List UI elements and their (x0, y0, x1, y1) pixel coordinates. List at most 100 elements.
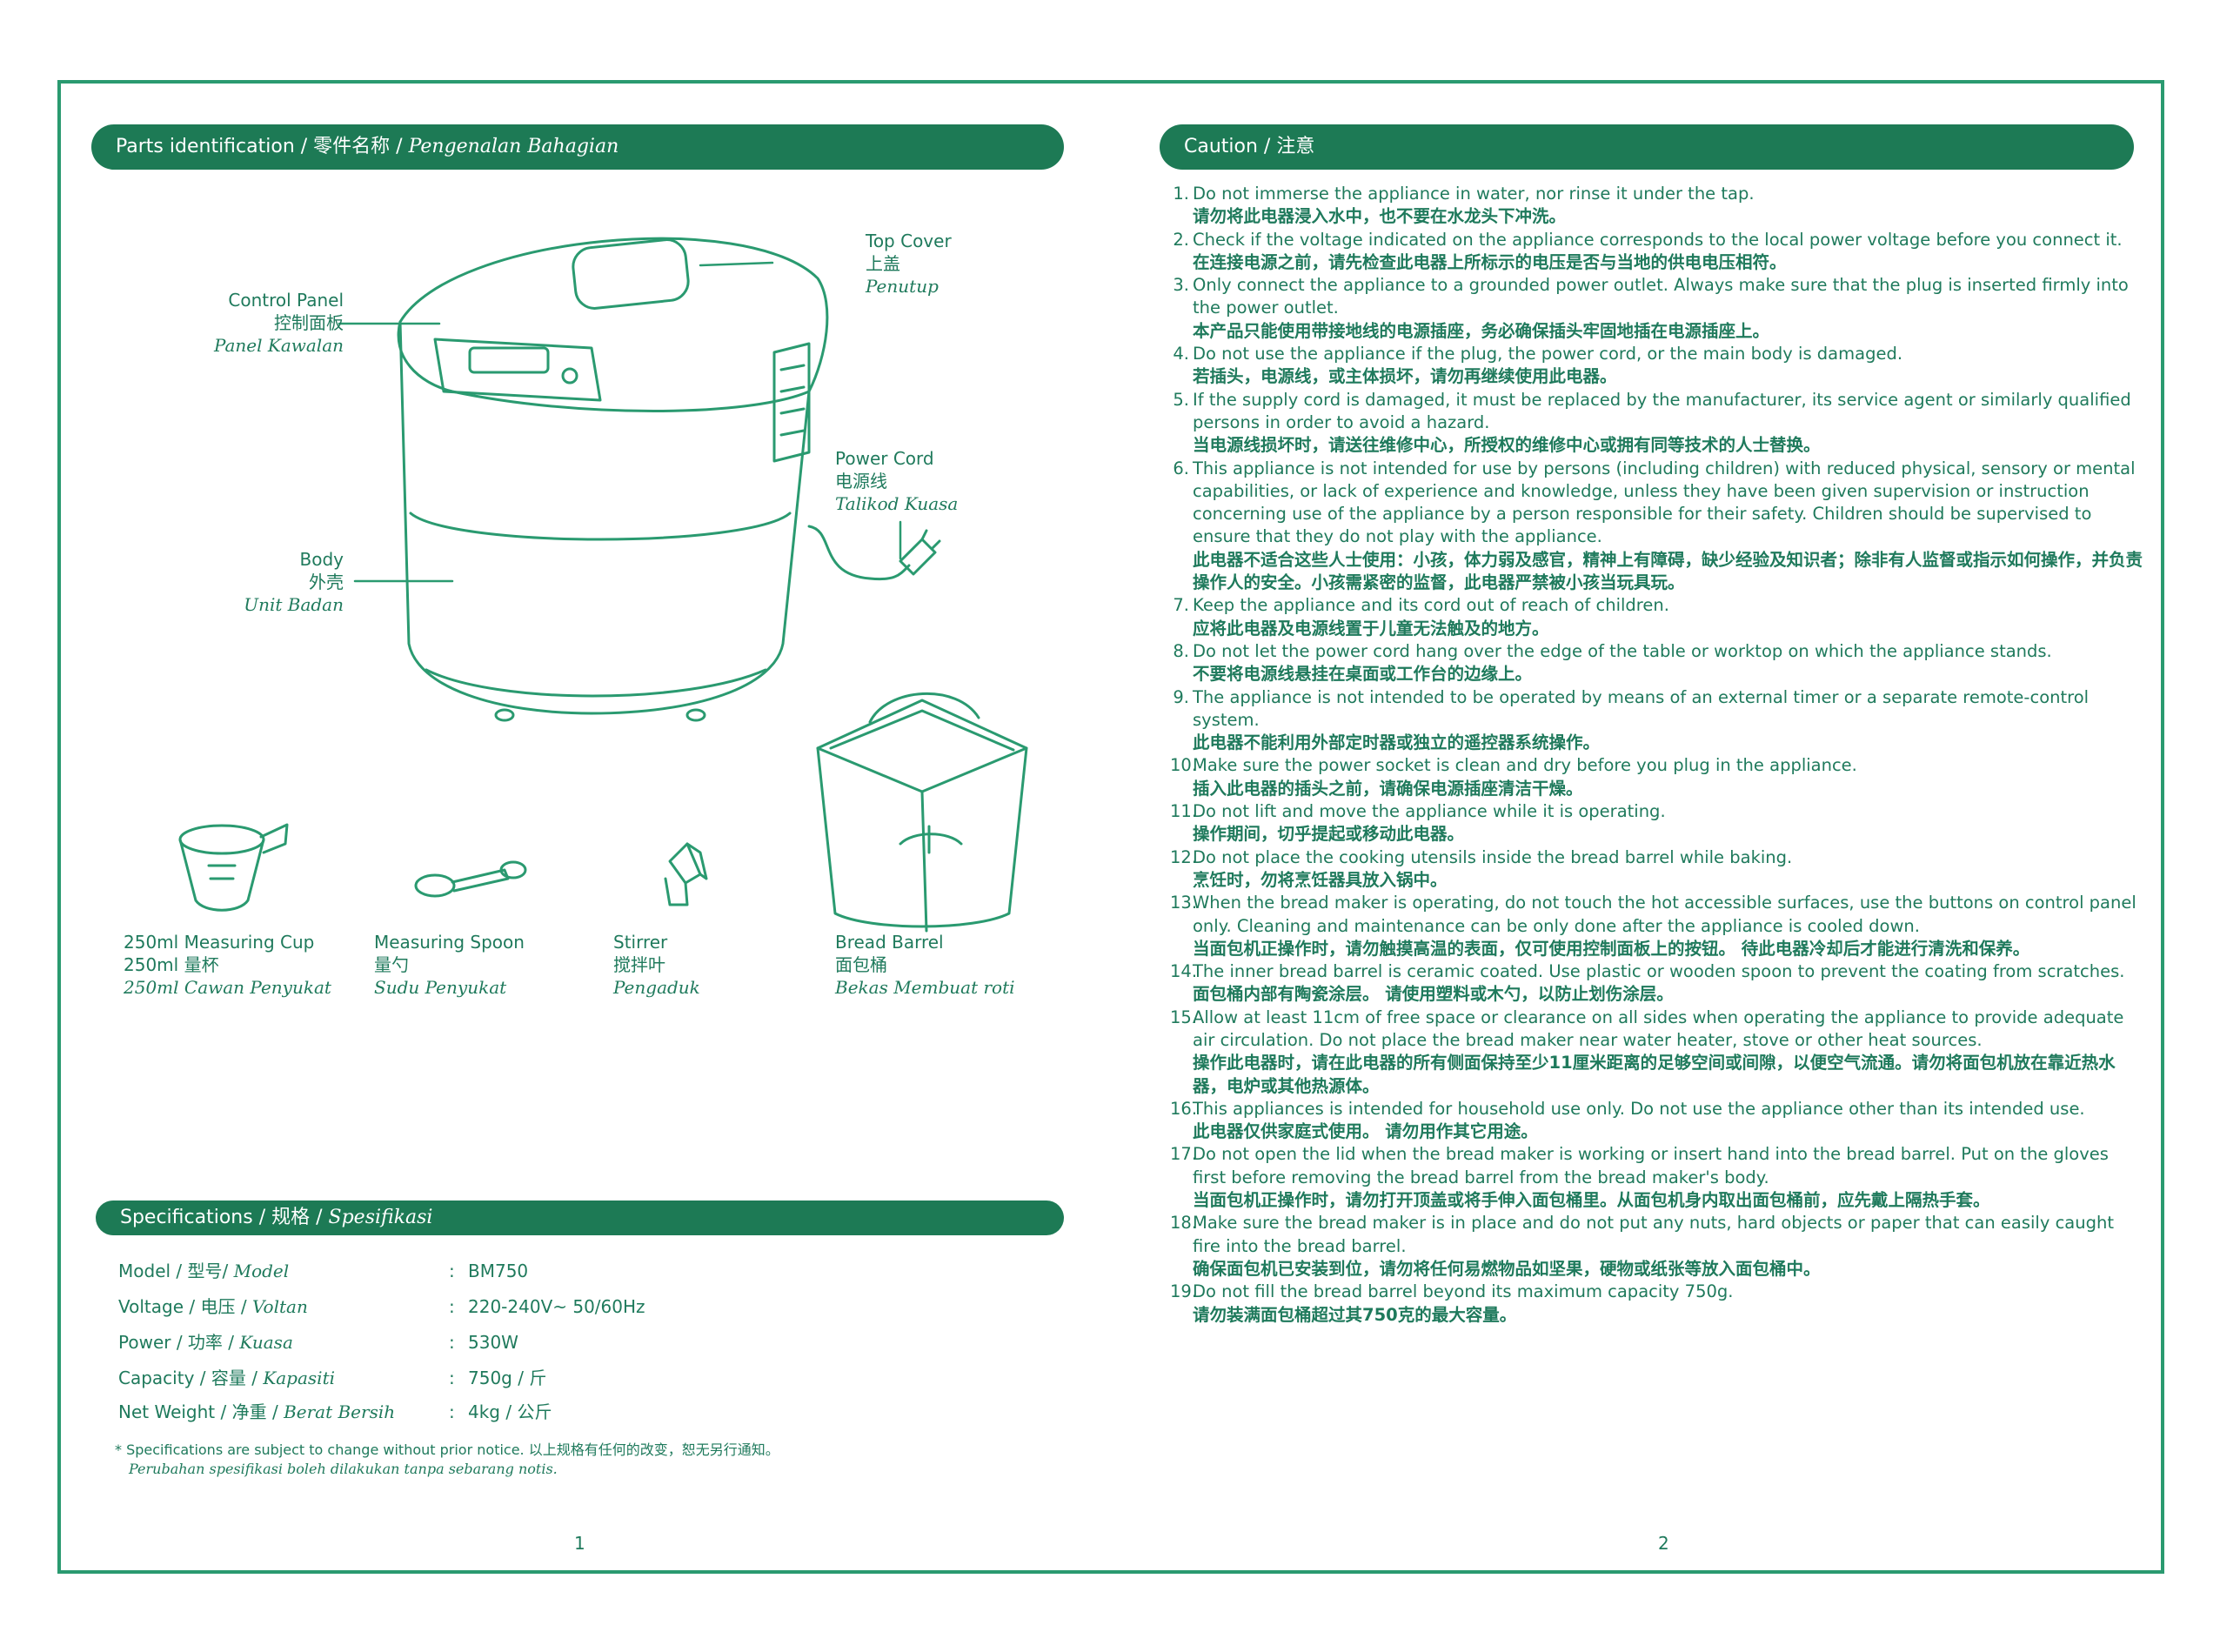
caution-text-en: Do not fill the bread barrel beyond its … (1193, 1281, 1734, 1302)
caution-number: 15. (1170, 1007, 1198, 1027)
caution-text-zh: 此电器不适合这些人士使用：小孩，体力弱及感官，精神上有障碍，缺少经验及知识者；除… (1193, 549, 2143, 593)
label-stirrer-en: Stirrer (613, 932, 668, 953)
caution-text-zh: 面包桶内部有陶瓷涂层。 请使用塑料或木勺，以防止划伤涂层。 (1193, 984, 1674, 1005)
label-power-cord-zh: 电源线 (835, 471, 887, 492)
spec-value: 530W (468, 1332, 518, 1353)
caution-text-zh: 本产品只能使用带接地线的电源插座，务必确保插头牢固地插在电源插座上。 (1193, 320, 1770, 341)
spec-row-net-weight: Net Weight / 净重 / Berat Bersih:4kg / 公斤 (118, 1401, 552, 1422)
caution-text-en: Do not place the cooking utensils inside… (1193, 846, 1793, 867)
spec-row-model: Model / 型号/ Model:BM750 (118, 1261, 529, 1281)
parts-banner-en: Parts identification / 零件名称 / (116, 136, 409, 157)
label-power-cord-en: Power Cord (835, 448, 934, 469)
caution-text-en: Keep the appliance and its cord out of r… (1193, 595, 1669, 616)
spec-banner-ms: Spesifikasi (328, 1207, 433, 1228)
caution-text-en: Do not use the appliance if the plug, th… (1193, 344, 1903, 365)
specifications-banner: Specifications / 规格 / Spesifikasi (96, 1201, 1064, 1235)
label-measuring-cup-en: 250ml Measuring Cup (124, 932, 315, 953)
caution-number: 3. (1173, 275, 1189, 296)
label-measuring-cup: 250ml Measuring Cup 250ml 量杯 250ml Cawan… (124, 931, 331, 999)
caution-number: 10. (1170, 755, 1198, 776)
leader-top-cover (699, 261, 774, 267)
label-top-cover-zh: 上盖 (866, 253, 900, 274)
spec-value: 220-240V~ 50/60Hz (468, 1296, 645, 1317)
caution-text-en: Do not let the power cord hang over the … (1193, 640, 2052, 661)
caution-text-zh: 确保面包机已安装到位，请勿将任何易燃物品如坚果，硬物或纸张等放入面包桶中。 (1193, 1258, 1821, 1279)
caution-banner: Caution / 注意 (1160, 124, 2134, 170)
spec-note-line2: Perubahan spesifikasi boleh dilakukan ta… (129, 1461, 558, 1477)
spec-key: Voltage / 电压 / (118, 1296, 252, 1317)
label-bread-barrel: Bread Barrel 面包桶 Bekas Membuat roti (835, 931, 1015, 999)
spec-value: 750g / 斤 (468, 1368, 547, 1388)
label-control-panel-zh: 控制面板 (274, 312, 344, 333)
caution-item: 12.Do not place the cooking utensils ins… (1170, 846, 2144, 893)
caution-number: 17. (1170, 1144, 1198, 1165)
caution-item: 13.When the bread maker is operating, do… (1170, 892, 2144, 960)
label-bread-barrel-zh: 面包桶 (835, 954, 887, 975)
caution-text-zh: 插入此电器的插头之前，请确保电源插座清洁干燥。 (1193, 778, 1583, 799)
spec-key-ms: Kapasiti (263, 1368, 335, 1388)
caution-item: 6.This appliance is not intended for use… (1170, 458, 2144, 595)
caution-number: 6. (1173, 458, 1189, 478)
label-top-cover-ms: Penutup (866, 276, 939, 297)
caution-number: 9. (1173, 686, 1189, 707)
caution-number: 7. (1173, 595, 1189, 616)
caution-text-zh: 当面包机正操作时，请勿打开顶盖或将手伸入面包桶里。从面包机身内取出面包桶前，应先… (1193, 1190, 1990, 1211)
label-control-panel-ms: Panel Kawalan (213, 335, 344, 356)
spec-banner-en: Specifications / 规格 / (120, 1207, 329, 1228)
label-top-cover: Top Cover 上盖 Penutup (866, 230, 952, 298)
label-measuring-spoon-ms: Sudu Penyukat (374, 977, 507, 998)
caution-item: 11.Do not lift and move the appliance wh… (1170, 800, 2144, 846)
spec-key-ms: Kuasa (239, 1332, 293, 1353)
label-measuring-cup-ms: 250ml Cawan Penyukat (124, 977, 331, 998)
caution-number: 16. (1170, 1098, 1198, 1119)
spec-key: Capacity / 容量 / (118, 1368, 264, 1388)
caution-text-en: Only connect the appliance to a grounded… (1193, 275, 2129, 318)
label-measuring-spoon-zh: 量勺 (374, 954, 409, 975)
caution-text-en: The inner bread barrel is ceramic coated… (1193, 961, 2125, 982)
caution-item: 15.Allow at least 11cm of free space or … (1170, 1007, 2144, 1098)
caution-number: 11. (1170, 801, 1198, 822)
caution-text-en: When the bread maker is operating, do no… (1193, 893, 2136, 936)
label-power-cord: Power Cord 电源线 Talikod Kuasa (835, 447, 958, 515)
page-number-right: 2 (1658, 1533, 1669, 1554)
caution-text-zh: 当电源线损坏时，请送往维修中心，所授权的维修中心或拥有同等技术的人士替换。 (1193, 435, 1821, 456)
label-power-cord-ms: Talikod Kuasa (835, 493, 959, 514)
caution-text-zh: 操作此电器时，请在此电器的所有侧面保持至少11厘米距离的足够空间或间隙，以便空气… (1193, 1053, 2116, 1096)
label-control-panel: Control Panel 控制面板 Panel Kawalan (174, 289, 344, 357)
caution-item: 1.Do not immerse the appliance in water,… (1170, 183, 2144, 229)
spec-key: Net Weight / 净重 / (118, 1401, 284, 1422)
caution-number: 1. (1173, 184, 1189, 204)
caution-number: 13. (1170, 893, 1198, 913)
caution-number: 5. (1173, 389, 1189, 410)
caution-text-en: This appliances is intended for househol… (1193, 1098, 2085, 1119)
caution-text-en: The appliance is not intended to be oper… (1193, 686, 2090, 730)
spec-row-capacity: Capacity / 容量 / Kapasiti:750g / 斤 (118, 1368, 547, 1388)
spec-note: * Specifications are subject to change w… (115, 1441, 779, 1479)
spec-key: Power / 功率 / (118, 1332, 240, 1353)
caution-item: 19.Do not fill the bread barrel beyond i… (1170, 1281, 2144, 1327)
caution-item: 8.Do not let the power cord hang over th… (1170, 640, 2144, 686)
spec-value: BM750 (468, 1261, 529, 1281)
caution-text-zh: 不要将电源线悬挂在桌面或工作台的边缘上。 (1193, 664, 1533, 685)
caution-text-zh: 烹饪时，勿将烹饪器具放入锅中。 (1193, 869, 1448, 890)
label-measuring-spoon-en: Measuring Spoon (374, 932, 525, 953)
caution-list: 1.Do not immerse the appliance in water,… (1170, 183, 2144, 1327)
caution-text-zh: 在连接电源之前，请先检查此电器上所标示的电压是否与当地的供电电压相符。 (1193, 251, 1787, 272)
label-stirrer: Stirrer 搅拌叶 Pengaduk (613, 931, 700, 999)
caution-number: 8. (1173, 640, 1189, 661)
caution-number: 18. (1170, 1213, 1198, 1234)
parts-banner-ms: Pengenalan Bahagian (408, 136, 619, 157)
caution-item: 7.Keep the appliance and its cord out of… (1170, 594, 2144, 640)
spec-key: Model / 型号/ (118, 1261, 234, 1281)
spec-key-ms: Berat Bersih (284, 1401, 396, 1422)
caution-item: 2.Check if the voltage indicated on the … (1170, 229, 2144, 275)
label-body-ms: Unit Badan (244, 594, 344, 615)
caution-text-zh: 操作期间，切乎提起或移动此电器。 (1193, 824, 1465, 845)
caution-item: 14.The inner bread barrel is ceramic coa… (1170, 960, 2144, 1007)
caution-text-en: Do not immerse the appliance in water, n… (1193, 184, 1755, 204)
caution-text-zh: 请勿将此电器浸入水中，也不要在水龙头下冲洗。 (1193, 206, 1567, 227)
bread-maker-drawing (397, 237, 941, 722)
caution-item: 18.Make sure the bread maker is in place… (1170, 1212, 2144, 1281)
caution-text-en: Do not lift and move the appliance while… (1193, 801, 1666, 822)
spec-key-ms: Voltan (251, 1296, 308, 1317)
